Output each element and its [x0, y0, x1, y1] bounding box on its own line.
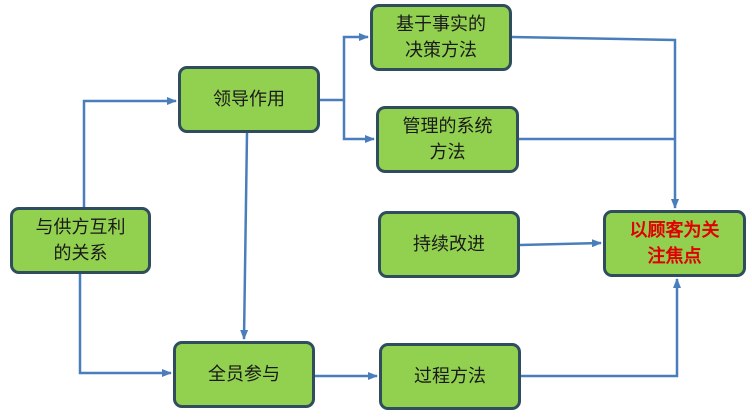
- node-supplier-relationship-label: 与供方互利 的关系: [35, 216, 126, 264]
- node-leadership: 领导作用: [178, 66, 320, 133]
- node-customer-focus: 以顾客为关 注焦点: [603, 210, 746, 277]
- arrow-process-to-customer: [521, 278, 681, 378]
- node-customer-focus-label: 以顾客为关 注焦点: [629, 219, 720, 267]
- node-continual-improvement-label: 持续改进: [413, 233, 485, 255]
- node-supplier-relationship: 与供方互利 的关系: [10, 207, 151, 274]
- arrow-leadership-to-system: [342, 100, 375, 143]
- node-process-approach: 过程方法: [379, 343, 521, 410]
- node-involvement-of-people-label: 全员参与: [208, 363, 280, 385]
- node-involvement-of-people: 全员参与: [173, 341, 315, 408]
- arrow-suppliers-to-involvement: [78, 274, 172, 377]
- arrow-suppliers-to-leadership: [82, 97, 177, 207]
- node-system-approach: 管理的系统 方法: [376, 106, 519, 173]
- arrow-improvement-to-customer: [519, 239, 602, 248]
- arrow-leadership-to-facts: [320, 33, 369, 102]
- node-leadership-label: 领导作用: [213, 88, 285, 110]
- node-continual-improvement: 持续改进: [378, 211, 520, 278]
- node-fact-based-decision-label: 基于事实的 决策方法: [396, 13, 486, 61]
- arrow-leadership-to-involvement: [240, 132, 249, 340]
- node-process-approach-label: 过程方法: [414, 365, 486, 387]
- arrow-facts-to-customer: [511, 35, 679, 209]
- node-system-approach-label: 管理的系统 方法: [402, 115, 493, 163]
- node-fact-based-decision: 基于事实的 决策方法: [370, 4, 512, 71]
